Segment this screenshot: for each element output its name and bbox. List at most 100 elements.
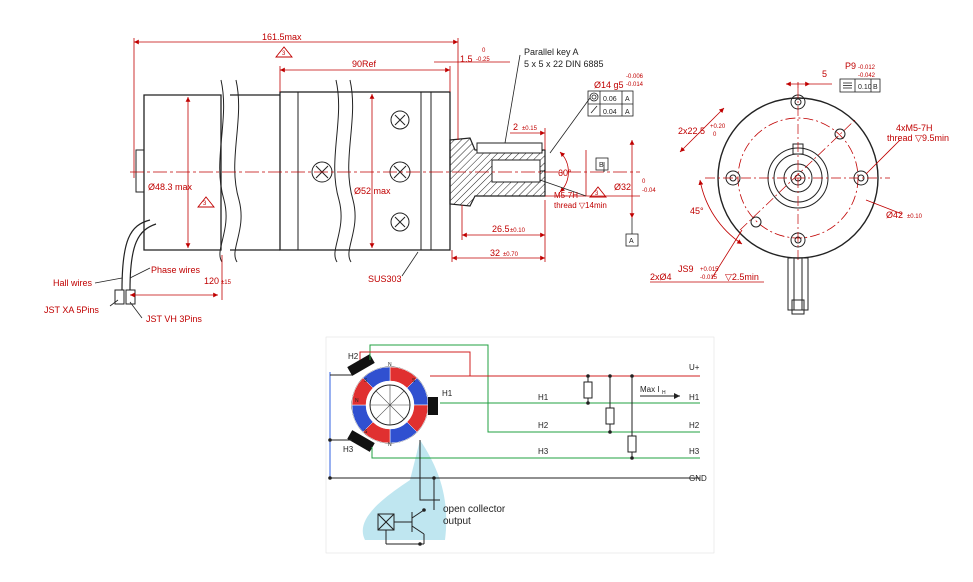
pole-label: S bbox=[364, 429, 368, 435]
ref-length: 90Ref bbox=[352, 59, 377, 69]
line-label-h1: H1 bbox=[538, 393, 549, 402]
pole-label: N bbox=[388, 362, 392, 368]
circuit-labels: H2 H1 H3 U+ H1 H1 H2 H2 H3 H3 GND Max I … bbox=[343, 352, 707, 527]
datum-b: B bbox=[599, 162, 604, 169]
front-view-labels: P9 5 -0.012 -0.042 2x22.5 +0.20 0 4xM5-7… bbox=[650, 61, 949, 282]
line-label-h2: H2 bbox=[538, 421, 549, 430]
triangle-label: 3 bbox=[203, 201, 207, 207]
datum-a: A bbox=[629, 238, 634, 245]
connector-xa-label: JST XA 5Pins bbox=[44, 305, 99, 315]
motor-body bbox=[143, 94, 222, 251]
shaft-offset-up: 0 bbox=[482, 48, 486, 54]
screw-head bbox=[390, 212, 410, 232]
symmetry-ref: B bbox=[873, 84, 878, 91]
connector-vh-label: JST VH 3Pins bbox=[146, 314, 202, 324]
output-label-h2: H2 bbox=[689, 421, 700, 430]
gear-diameter: Ø52 max bbox=[354, 186, 391, 196]
pilot-tol-lo: -0.04 bbox=[642, 188, 656, 194]
overall-length: 161.5max bbox=[262, 32, 302, 42]
cable-exit bbox=[787, 257, 809, 311]
output-label-h3: H3 bbox=[689, 447, 700, 456]
sensor-label-h3: H3 bbox=[343, 445, 354, 454]
thread-line1: M5-7H bbox=[554, 191, 578, 200]
angle-60: 60° bbox=[558, 168, 572, 178]
open-collector-line1: open collector bbox=[443, 504, 506, 515]
side-view bbox=[94, 38, 640, 319]
max-current-label: Max I bbox=[640, 385, 660, 394]
shaft-diameter: Ø14 g5 bbox=[594, 80, 624, 90]
front-view bbox=[650, 78, 903, 315]
ground-label: GND bbox=[689, 474, 707, 483]
output-label-h1: H1 bbox=[689, 393, 700, 402]
pin-tol-lo: -0.015 bbox=[700, 275, 718, 281]
key-width-fit: P9 bbox=[845, 61, 856, 71]
motor-diameter: Ø48.3 max bbox=[148, 182, 193, 192]
material-label: SUS303 bbox=[368, 274, 402, 284]
shaft-offset: 1.5 bbox=[460, 54, 473, 64]
shaft-tol-up: -0.006 bbox=[626, 74, 644, 80]
pin-depth: ▽2.5min bbox=[725, 272, 759, 282]
triangle-label: 3 bbox=[595, 191, 599, 197]
pin-diameter: 2xØ4 bbox=[650, 272, 672, 282]
key-depth-tol: ±0.15 bbox=[522, 126, 538, 132]
side-view-labels: 161.5max 3 3 3 90Ref Ø48.3 max Ø52 max M… bbox=[44, 32, 656, 324]
key-depth: 2 bbox=[513, 122, 518, 132]
shaft-tol-lo: -0.014 bbox=[626, 82, 644, 88]
key-width-nom: 5 bbox=[822, 69, 827, 79]
supply-label: U+ bbox=[689, 363, 700, 372]
hall-sensor-h3 bbox=[347, 430, 375, 452]
sensor-label-h1: H1 bbox=[442, 389, 453, 398]
key-width-lo: -0.042 bbox=[858, 73, 876, 79]
thread-line2: thread ▽9.5min bbox=[887, 133, 949, 143]
highlight-bubble bbox=[362, 440, 447, 540]
angle-45: 45° bbox=[690, 206, 704, 216]
length-26-5-tol: ±0.10 bbox=[510, 228, 526, 234]
thread-line1: 4xM5-7H bbox=[896, 123, 933, 133]
length-32: 32 bbox=[490, 248, 500, 258]
triangle-label: 3 bbox=[282, 51, 286, 57]
pin-tol-up: +0.015 bbox=[700, 267, 719, 273]
thread-line2: thread ▽14min bbox=[554, 201, 607, 210]
tol2-value: 0.04 bbox=[603, 109, 617, 116]
key-width-up: -0.012 bbox=[858, 65, 876, 71]
open-collector-symbol bbox=[377, 509, 425, 545]
pole-label: N bbox=[388, 442, 392, 448]
line-label-h3: H3 bbox=[538, 447, 549, 456]
pcd: Ø42 bbox=[886, 210, 903, 220]
hall-circuit bbox=[325, 336, 715, 554]
phase-wires-label: Phase wires bbox=[151, 265, 201, 275]
shaft-offset-lo: -0.25 bbox=[476, 57, 490, 63]
parallel-key bbox=[476, 142, 543, 154]
hall-sensor-h2 bbox=[347, 354, 375, 376]
pole-label: S bbox=[412, 378, 416, 384]
open-collector-line2: output bbox=[443, 516, 471, 527]
wire-length: 120 bbox=[204, 276, 219, 286]
bolt-angle-up: +0.20 bbox=[710, 124, 726, 130]
pcd-tol: ±0.10 bbox=[907, 214, 923, 220]
bolt-angle-lo: 0 bbox=[713, 132, 717, 138]
hall-sensor-h1 bbox=[428, 397, 438, 415]
pilot-diameter: Ø32 bbox=[614, 182, 631, 192]
pole-label: S bbox=[364, 378, 368, 384]
pin-fit: JS9 bbox=[678, 264, 694, 274]
pole-label: N bbox=[355, 398, 359, 404]
screw-head bbox=[390, 110, 410, 130]
key-line1: Parallel key A bbox=[524, 47, 579, 57]
tol1-ref: A bbox=[625, 96, 630, 103]
wire-length-tol: ±15 bbox=[221, 280, 232, 286]
hall-wires-label: Hall wires bbox=[53, 278, 93, 288]
length-26-5: 26.5 bbox=[492, 224, 510, 234]
length-32-tol: ±0.70 bbox=[503, 252, 519, 258]
bolt-angle: 2x22.5 bbox=[678, 126, 705, 136]
tol1-value: 0.06 bbox=[603, 96, 617, 103]
symmetry-value: 0.10 bbox=[858, 84, 872, 91]
break-line bbox=[219, 79, 227, 263]
key-line2: 5 x 5 x 22 DIN 6885 bbox=[524, 59, 604, 69]
gearbox-body bbox=[279, 91, 451, 251]
sensor-label-h2: H2 bbox=[348, 352, 359, 361]
pilot-tol-up: 0 bbox=[642, 179, 646, 185]
max-current-sub: H bbox=[662, 390, 666, 396]
tol2-ref: A bbox=[625, 109, 630, 116]
tolerance-frame bbox=[587, 90, 639, 247]
